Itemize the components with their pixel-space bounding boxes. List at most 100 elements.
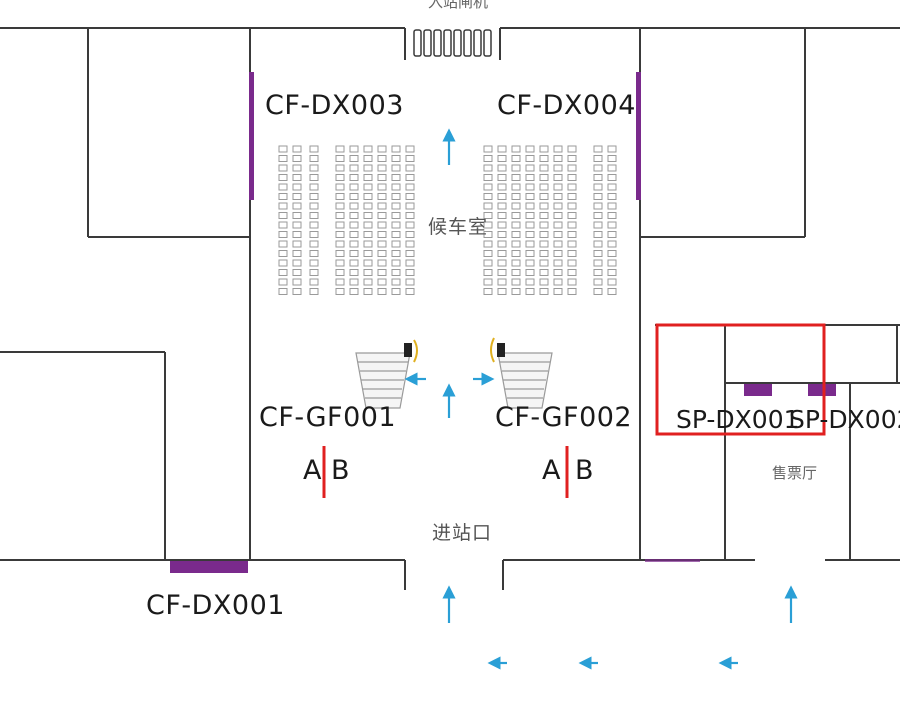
seat-icon [292,231,302,238]
seat-icon [497,193,507,200]
seat-icon [377,164,387,172]
seat-icon [405,221,415,229]
seat-icon [405,259,415,267]
seat-icon [377,231,387,238]
seat-icon [593,145,603,153]
seat-icon [483,231,493,238]
seat-icon [349,155,359,162]
seat-icon [391,278,401,286]
seat-icon [349,250,359,257]
seat-icon [391,250,401,257]
seat-icon [309,278,319,286]
seat-icon [377,278,387,286]
seat-icon [309,231,319,238]
seat-icon [525,288,535,295]
seat-icon [405,183,415,191]
seat-icon [363,202,373,210]
gf002-b-label: B [575,455,594,486]
seat-icon [377,269,387,276]
seat-icon [553,155,563,162]
seat-icon [497,183,507,191]
seat-icon [483,288,493,295]
seat-icon [593,250,603,257]
seat-icon [391,145,401,153]
seat-icon [567,278,577,286]
seat-icon [363,240,373,248]
seat-icon [593,221,603,229]
seat-icon [391,288,401,295]
seat-icon [539,259,549,267]
seat-icon [309,193,319,200]
seat-icon [405,250,415,257]
seat-icon [335,193,345,200]
seat-icon [309,183,319,191]
seat-icon [497,212,507,219]
seat-icon [497,288,507,295]
seat-icon [539,155,549,162]
seat-icon [511,269,521,276]
seat-icon [278,212,288,219]
seat-icon [593,155,603,162]
seat-icon [607,240,617,248]
seat-icon [497,202,507,210]
seat-icon [349,278,359,286]
seat-icon [539,221,549,229]
seat-icon [278,250,288,257]
waiting-room-label: 候车室 [428,216,489,238]
seat-icon [391,240,401,248]
seat-icon [349,212,359,219]
seat-icon [363,174,373,181]
seat-icon [593,212,603,219]
seat-icon [567,221,577,229]
seat-icon [335,221,345,229]
seat-icon [377,250,387,257]
seat-icon [607,145,617,153]
seat-icon [567,155,577,162]
seat-icon [292,259,302,267]
seat-icon [483,155,493,162]
seat-icon [278,278,288,286]
seat-icon [363,259,373,267]
seat-icon [593,164,603,172]
label-cf-dx004: CF-DX004 [497,90,636,121]
seat-icon [309,240,319,248]
seat-icon [497,145,507,153]
flow-arrow-icon [404,128,798,670]
seat-icon [567,231,577,238]
seat-icon [335,174,345,181]
seat-icon [483,250,493,257]
highlight-box [655,323,826,436]
device-marker-cf-dx001 [170,561,248,573]
seat-icon [292,145,302,153]
seat-icon [525,259,535,267]
seat-icon [309,202,319,210]
seat-icon [309,221,319,229]
seat-icon [292,155,302,162]
seat-icon [483,212,493,219]
seat-icon [309,259,319,267]
seat-icon [567,259,577,267]
gf001-a-label: A [303,455,322,486]
seat-icon [405,193,415,200]
seat-icon [607,259,617,267]
seat-icon [292,212,302,219]
seat-icon [363,212,373,219]
seat-icon [391,221,401,229]
seat-icon [593,240,603,248]
seat-icon [335,259,345,267]
seat-icon [349,193,359,200]
seat-icon [363,221,373,229]
seat-icon [607,250,617,257]
seat-icon [497,221,507,229]
seat-icon [553,212,563,219]
seat-icon [292,221,302,229]
seat-icon [335,278,345,286]
seat-icon [391,231,401,238]
turnstile-icon [413,29,492,57]
seat-icon [511,193,521,200]
label-cf-dx003: CF-DX003 [265,90,404,121]
seat-icon [553,202,563,210]
seat-icon [497,155,507,162]
seat-icon [525,202,535,210]
device-markers [170,72,836,573]
